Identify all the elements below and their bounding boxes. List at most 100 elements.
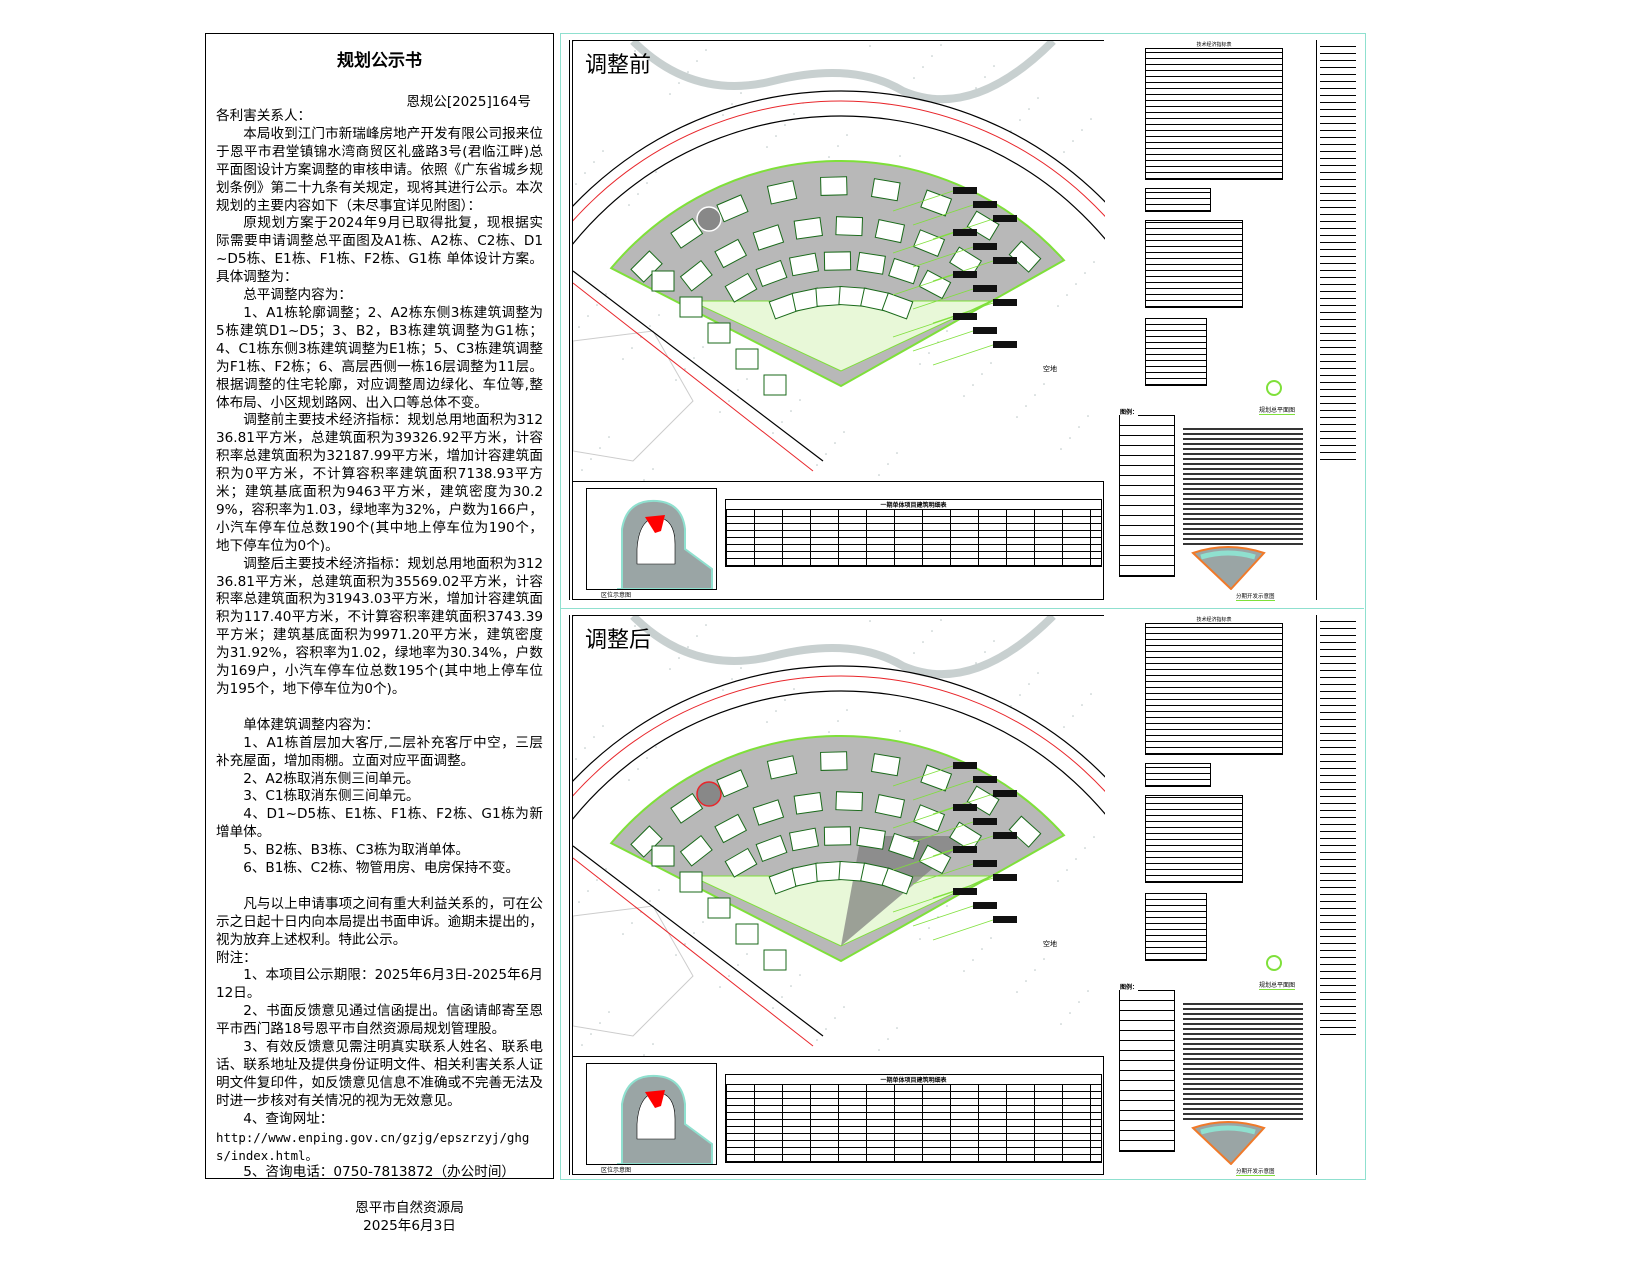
terrain-dot [928, 927, 930, 929]
terrain-dot [940, 44, 942, 46]
terrain-dot [658, 314, 660, 316]
terrain-dot [784, 124, 786, 126]
title-block [1316, 40, 1359, 600]
building-footprint [918, 269, 952, 300]
terrain-dot [678, 657, 680, 659]
terrain-dot [799, 399, 801, 401]
terrain-dot [781, 996, 783, 998]
annotation-tag [953, 313, 977, 320]
terrain-dot [728, 400, 730, 402]
terrain-dot [693, 357, 695, 359]
building-footprint [823, 826, 852, 846]
building-footprint [679, 835, 713, 867]
annotation-leader [912, 821, 974, 843]
stage-label: 调整后 [585, 628, 652, 653]
plan-title: 规划总平面图 [1259, 982, 1296, 990]
annotation-tag [953, 271, 977, 278]
annotation-tag [953, 804, 977, 811]
annotation-tag [993, 790, 1017, 797]
terrain-dot [922, 641, 924, 643]
terrain-dot [719, 986, 721, 988]
terrain-dot [931, 55, 933, 57]
building-footprint [670, 792, 704, 824]
terrain-dot [816, 1039, 818, 1041]
terrain-dot [899, 730, 901, 732]
query-url-link[interactable]: http://www.enping.gov.cn/gzjg/epszrzyj/g… [216, 1129, 530, 1163]
stage-label: 调整前 [585, 53, 652, 78]
terrain-dot [643, 1054, 645, 1056]
objection-paragraph: 凡与以上申请事项之间有重大利益关系的，可在公示之日起十日内向本局提出书面申诉。逾… [216, 895, 543, 948]
terrain-dot [790, 985, 792, 987]
terrain-dot [719, 411, 721, 413]
notice-panel: 规划公示书 恩规公[2025]164号 各利害关系人： 本局收到江门市新瑞峰房地… [205, 33, 554, 1234]
building-footprint [679, 260, 713, 292]
terrain-dot [940, 619, 942, 621]
terrain-dot [1078, 426, 1080, 428]
building-footprint [874, 219, 906, 244]
building-item: 1、A1栋首层加大客厅,二层补充客厅中空，三层补充屋面，增加雨棚。立面对应平面调… [216, 734, 543, 769]
river-bank [630, 616, 1056, 679]
terrain-dot [655, 746, 657, 748]
annotation-leader [892, 807, 954, 829]
location-map-caption: 区位示意图 [601, 592, 632, 599]
annotation-leader [892, 274, 954, 296]
terrain-dot [593, 736, 595, 738]
terrain-dot [878, 474, 880, 476]
building-footprint [735, 348, 759, 370]
terrain-dot [658, 889, 660, 891]
terrain-dot [766, 721, 768, 723]
terrain-dot [1025, 405, 1027, 407]
terrain-dot [775, 135, 777, 137]
terrain-dot [608, 436, 610, 438]
terrain-dot [981, 373, 983, 375]
annotation-tag [993, 874, 1017, 881]
building-footprint [920, 764, 953, 792]
annotation-tag [973, 902, 997, 909]
terrain-dot [722, 114, 724, 116]
terrain-dot [790, 410, 792, 412]
terrain-dot [793, 113, 795, 115]
terrain-dot [828, 731, 830, 733]
building-footprint [912, 229, 946, 257]
terrain-dot [1090, 693, 1092, 695]
site-heading: 总平调整内容为： [243, 287, 352, 304]
terrain-dot [1093, 836, 1095, 838]
annotation-leader [912, 863, 974, 885]
terrain-dot [846, 709, 848, 711]
terrain-dot [705, 624, 707, 626]
location-map-drawing [617, 499, 713, 589]
terrain-dot [1025, 980, 1027, 982]
site-plan-frame: 空地 调整后 区位示意图 一期单体项目建筑明细表 [572, 615, 1105, 1175]
annotation-leader [892, 232, 954, 254]
terrain-dot [605, 293, 607, 295]
terrain-dot [899, 155, 901, 157]
terrain-dot [834, 1017, 836, 1019]
terrain-dot [696, 60, 698, 62]
building-item: 5、B2栋、B3栋、C3栋为取消单体。 [243, 842, 470, 859]
building-footprint [949, 246, 983, 277]
terrain-dot [775, 710, 777, 712]
annotation-tag [953, 187, 977, 194]
terrain-dot [740, 667, 742, 669]
terrain-dot [675, 379, 677, 381]
annotation-leader [892, 849, 954, 871]
terrain-dot [625, 61, 627, 63]
annotation-tag [953, 229, 977, 236]
building-footprint [1008, 240, 1042, 273]
north-arrow-icon [1266, 955, 1282, 971]
annotation-tag [973, 285, 997, 292]
building-footprint [752, 224, 785, 251]
right-info-column: 技术经济指标表 图例： 规划总平面图 分期开发示意图 [1111, 40, 1356, 601]
building-footprint [755, 834, 788, 863]
annotation-tag [973, 243, 997, 250]
notes-heading: 附注： [216, 949, 257, 966]
terrain-dot [1072, 715, 1074, 717]
terrain-dot [784, 699, 786, 701]
terrain-dot [828, 156, 830, 158]
design-notes [1183, 425, 1303, 545]
annotation-tag [993, 916, 1017, 923]
terrain-dot [1093, 261, 1095, 263]
terrain-dot [1043, 383, 1045, 385]
terrain-dot [1034, 394, 1036, 396]
building-footprint [920, 189, 953, 217]
